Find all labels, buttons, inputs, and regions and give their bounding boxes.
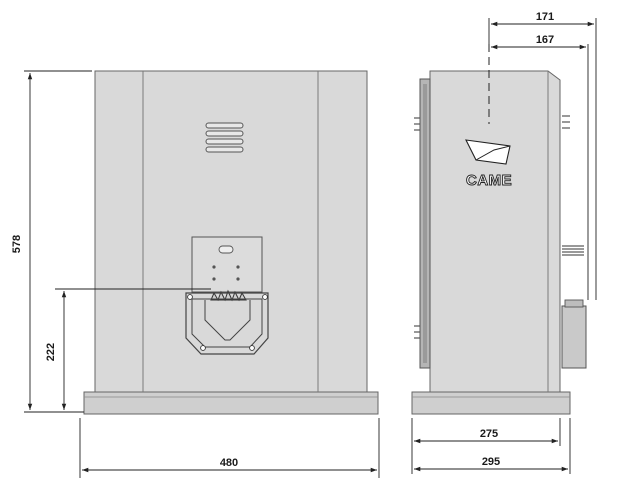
side-base-plate <box>411 391 571 415</box>
dim-222: 222 <box>45 343 57 361</box>
side-view: CAME <box>411 44 587 415</box>
dim-480: 480 <box>220 457 238 469</box>
front-view <box>55 70 379 415</box>
side-housing <box>429 70 561 393</box>
dim-578: 578 <box>11 235 23 253</box>
pinion-mount-plate <box>191 236 263 293</box>
dim-171: 171 <box>536 11 554 23</box>
dim-167: 167 <box>536 34 554 46</box>
front-dimensions <box>24 70 380 478</box>
dim-295: 295 <box>482 456 500 468</box>
vent-grille <box>205 122 244 153</box>
spring <box>562 245 584 256</box>
release-box <box>561 305 587 369</box>
pinion-guard <box>185 292 269 355</box>
dim-275: 275 <box>480 428 498 440</box>
side-dimensions <box>411 18 597 474</box>
came-logo-text: CAME <box>466 172 512 189</box>
came-logo: CAME <box>465 139 512 189</box>
front-housing <box>94 70 368 393</box>
front-base-plate <box>83 391 379 415</box>
